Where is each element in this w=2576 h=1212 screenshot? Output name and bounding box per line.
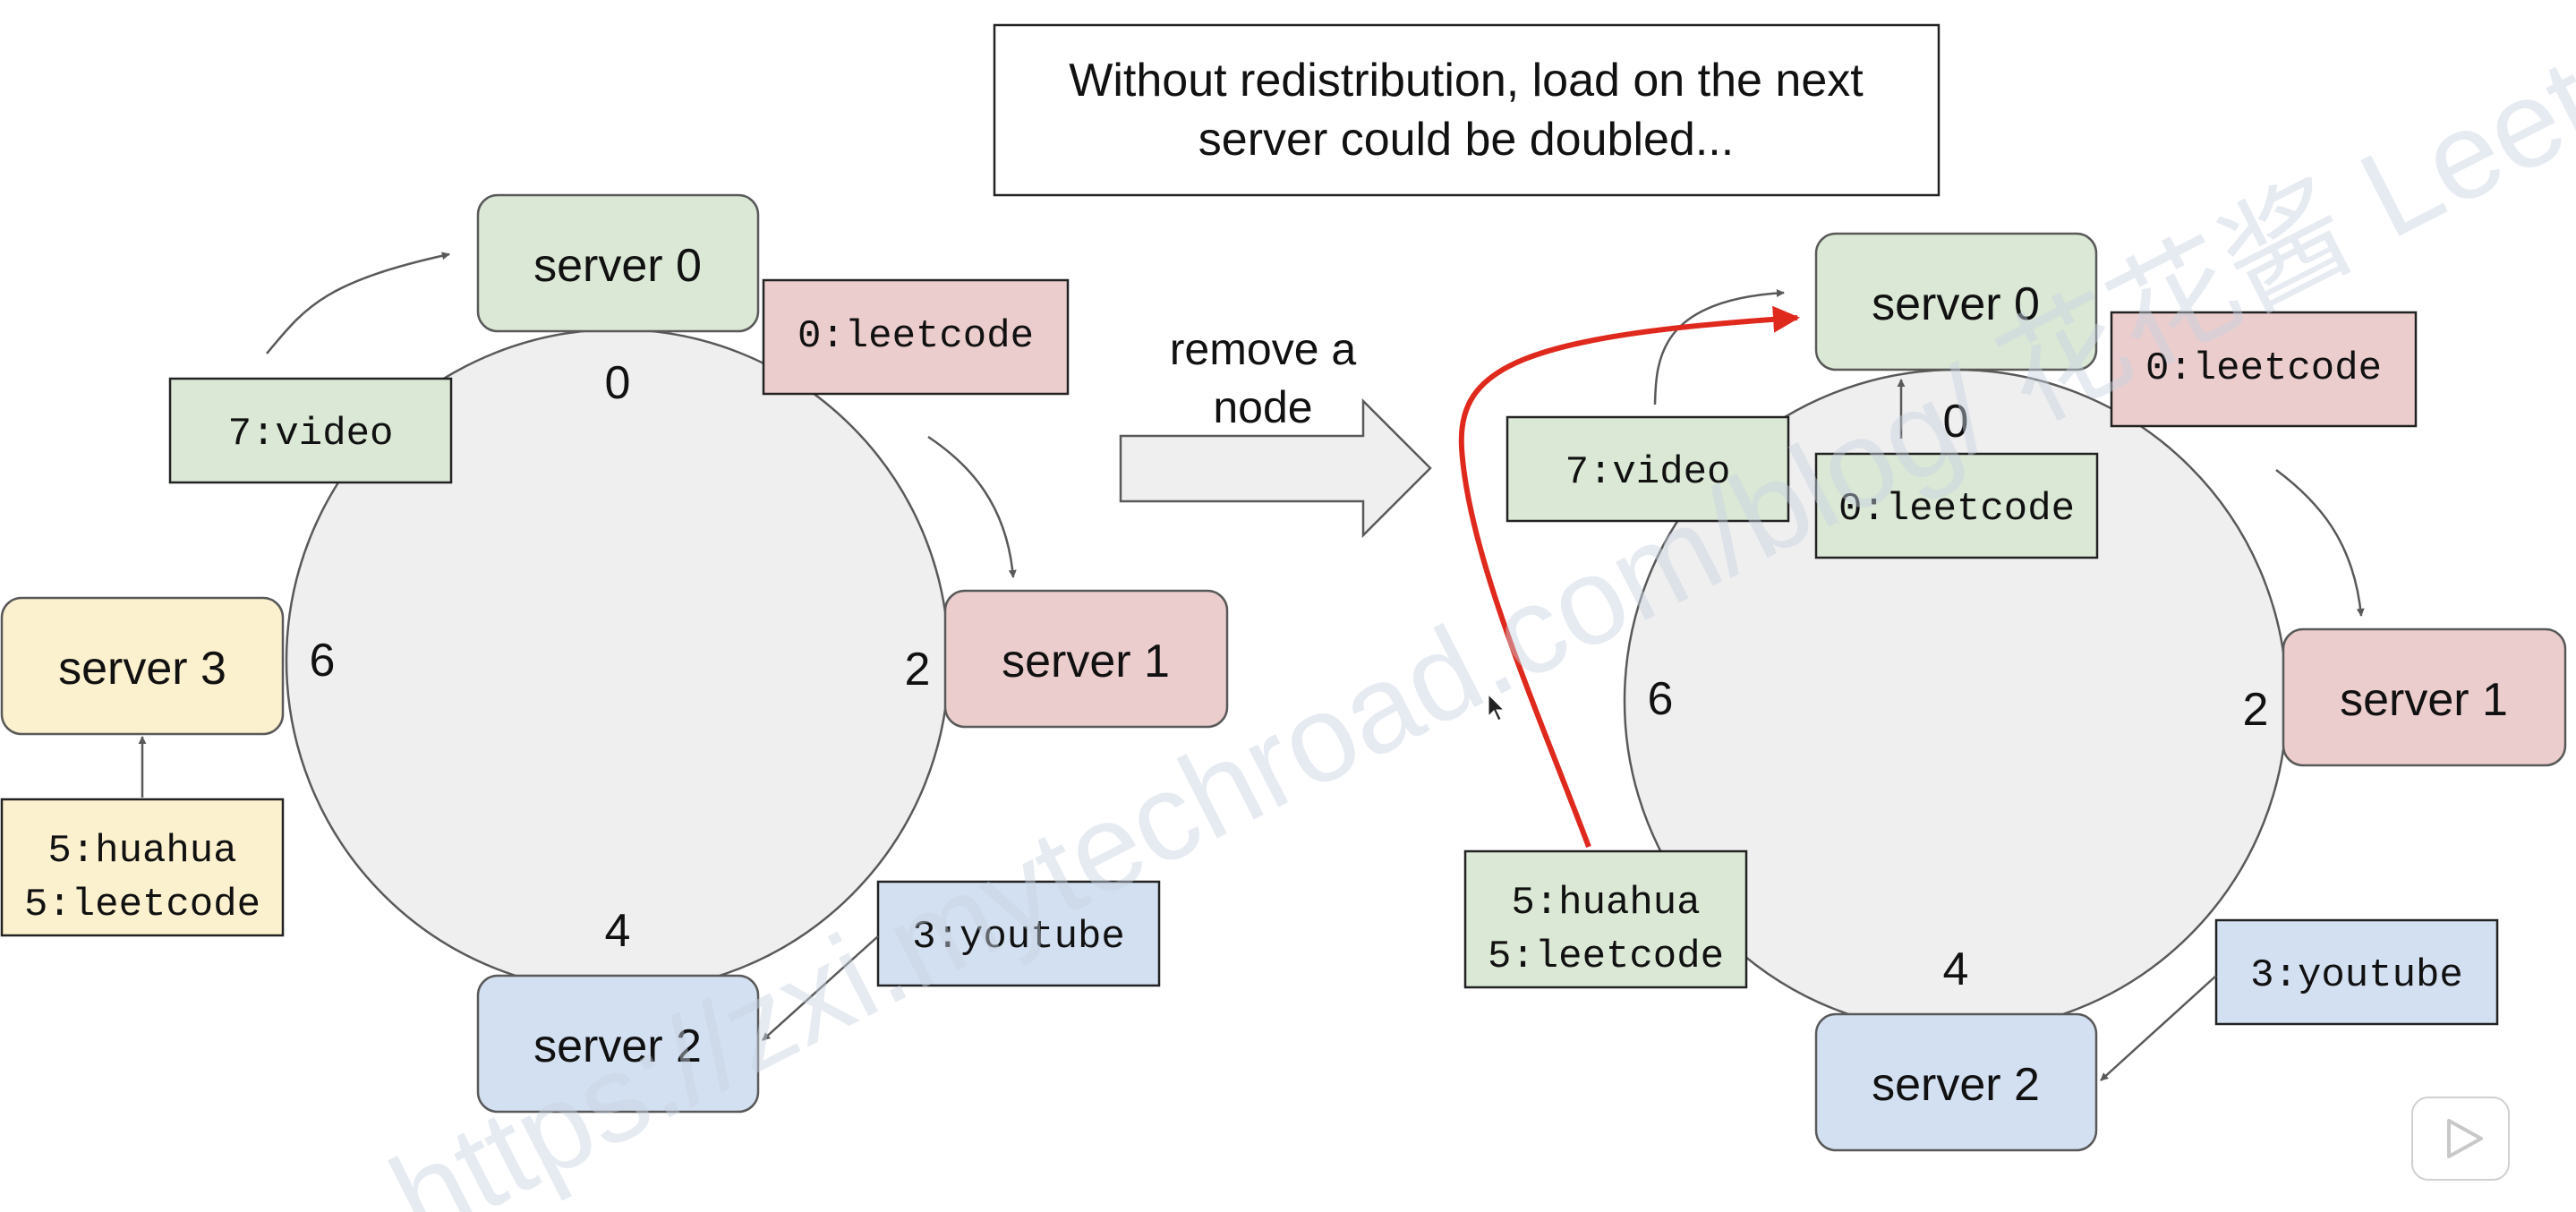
key-5-leetcode-label: 5:leetcode: [24, 883, 260, 927]
key-0-leetcode-inner: 0:leetcode: [1814, 452, 2099, 559]
mouse-cursor-icon: [1488, 693, 1506, 721]
server-0-node-after: server 0: [1814, 232, 2098, 371]
server-2-label-after: server 2: [1872, 1059, 2040, 1111]
ring-position-0: 0: [605, 357, 631, 409]
arrow-youtube-to-server-2: [762, 935, 879, 1041]
title-line-1: Without redistribution, load on the next: [1069, 55, 1864, 107]
title-line-2: server could be doubled...: [1198, 114, 1734, 166]
red-redistribution-arrow: [1458, 305, 1800, 849]
key-7-video-after: 7:video: [1506, 415, 1790, 523]
server-0-label: server 0: [533, 240, 702, 292]
play-button[interactable]: [2411, 1097, 2510, 1181]
key-0-leetcode: 0:leetcode: [762, 278, 1070, 396]
key-7-video: 7:video: [168, 377, 453, 484]
play-icon: [2447, 1119, 2483, 1158]
key-5-group-after: 5:huahua 5:leetcode: [1463, 849, 1748, 989]
key-0-leetcode-label: 0:leetcode: [798, 314, 1034, 359]
server-1-node: server 1: [943, 589, 1229, 729]
ring-position-6: 6: [310, 635, 336, 687]
ring-position-2: 2: [905, 644, 931, 696]
remove-node-transition: remove a node: [1119, 324, 1432, 539]
server-3-node: server 3: [0, 596, 285, 736]
before-diagram: 0 2 4 6 server 0 server 1 server 2 serve…: [0, 193, 1229, 1114]
key-3-youtube-after: 3:youtube: [2214, 918, 2499, 1026]
key-3-youtube: 3:youtube: [876, 880, 1161, 987]
server-2-label: server 2: [533, 1020, 702, 1072]
arrow-video-to-server-0: [266, 252, 450, 354]
key-0-leetcode-inner-label: 0:leetcode: [1838, 487, 2075, 532]
server-1-label-after: server 1: [2340, 674, 2508, 726]
key-3-youtube-label: 3:youtube: [912, 915, 1125, 960]
arrow-youtube-to-server-2-after: [2100, 975, 2217, 1081]
key-5-huahua-label: 5:huahua: [47, 829, 236, 874]
key-7-video-after-label: 7:video: [1565, 450, 1731, 495]
server-2-node-after: server 2: [1814, 1012, 2098, 1152]
ring-position-4-after: 4: [1943, 943, 1969, 995]
server-1-label: server 1: [1002, 636, 1170, 687]
server-3-label: server 3: [58, 643, 226, 695]
server-0-label-after: server 0: [1872, 278, 2040, 330]
title-box: Without redistribution, load on the next…: [993, 23, 1941, 197]
key-3-youtube-after-label: 3:youtube: [2250, 953, 2463, 998]
arrow-leetcode-to-server-1: [927, 435, 1017, 578]
key-7-video-label: 7:video: [228, 412, 394, 457]
after-diagram: 0 2 4 6 server 0 server 1 server 2 0:lee…: [1458, 232, 2567, 1152]
server-2-node: server 2: [476, 974, 760, 1114]
key-0-leetcode-after: 0:leetcode: [2110, 311, 2418, 428]
arrow-leetcode-to-server-1-after: [2275, 468, 2365, 617]
key-5-huahua-after-label: 5:huahua: [1511, 881, 1700, 926]
ring-position-6-after: 6: [1648, 673, 1674, 725]
big-right-arrow: [1119, 397, 1432, 539]
ring-position-2-after: 2: [2243, 684, 2269, 736]
ring-position-0-after: 0: [1943, 396, 1969, 448]
transition-line-2: node: [1213, 382, 1312, 432]
transition-line-1: remove a: [1170, 324, 1357, 374]
ring-position-4: 4: [605, 905, 631, 957]
server-1-node-after: server 1: [2282, 627, 2567, 767]
key-5-group: 5:huahua 5:leetcode: [0, 798, 285, 937]
key-0-leetcode-after-label: 0:leetcode: [2145, 346, 2382, 391]
key-5-leetcode-after-label: 5:leetcode: [1488, 935, 1724, 979]
server-0-node: server 0: [476, 193, 760, 333]
arrow-video-to-server-0-after: [1653, 288, 1785, 405]
